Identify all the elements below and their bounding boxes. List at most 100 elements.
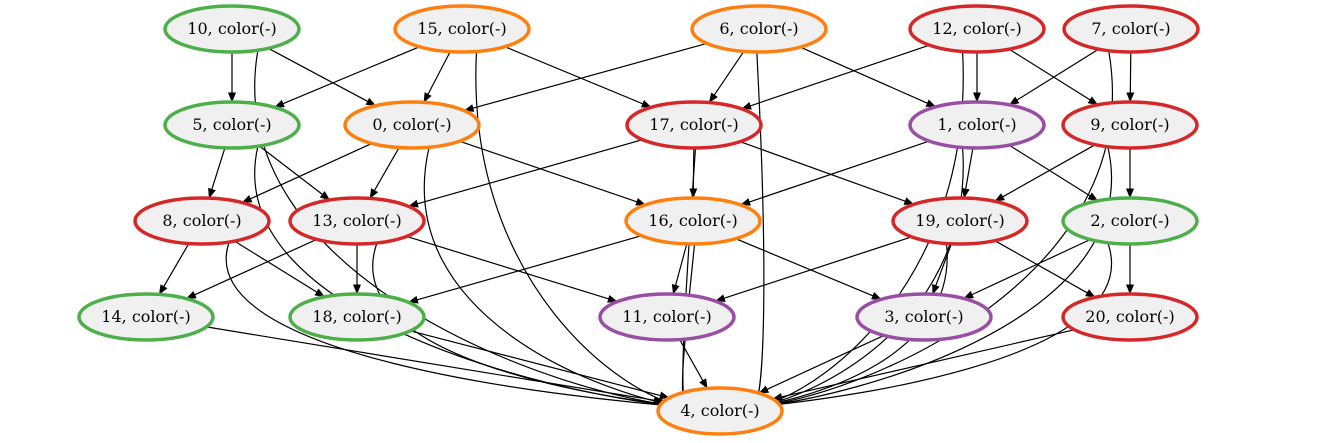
node-17-label: 17, color(-) (649, 115, 738, 134)
edge-16-to-3 (735, 238, 882, 300)
node-16-label: 16, color(-) (648, 211, 737, 230)
edge-10-to-0 (268, 47, 377, 107)
edge-16-to-11 (671, 243, 688, 295)
node-10: 10, color(-) (163, 4, 301, 54)
edge-1-to-2 (1008, 144, 1099, 202)
node-10-ellipse (163, 4, 301, 54)
edge-6-to-0 (463, 42, 707, 112)
edge-0-to-16 (459, 140, 646, 206)
node-20-label: 20, color(-) (1085, 307, 1174, 326)
node-9-label: 9, color(-) (1090, 115, 1169, 134)
node-2: 2, color(-) (1061, 196, 1199, 246)
node-13-ellipse (288, 196, 426, 246)
edge-1-to-16 (740, 140, 930, 206)
node-12: 12, color(-) (908, 4, 1046, 54)
node-11-label: 11, color(-) (622, 307, 711, 326)
edge-17-to-19 (739, 141, 915, 205)
edge-18-to-4 (410, 330, 670, 400)
node-3-label: 3, color(-) (884, 307, 963, 326)
node-0-label: 0, color(-) (372, 115, 451, 134)
node-8: 8, color(-) (133, 196, 271, 246)
node-19-label: 19, color(-) (915, 211, 1004, 230)
edge-15-to-5 (274, 46, 420, 108)
node-20-ellipse (1061, 292, 1199, 342)
node-6: 6, color(-) (690, 4, 828, 54)
edge-2-to-4 (753, 242, 1112, 411)
nodes-layer: 10, color(-) 15, color(-) 6, color(-) 12, c… (77, 4, 1200, 436)
edge-15-to-0 (423, 51, 451, 103)
edge-11-to-4 (679, 339, 708, 389)
edge-13-to-4 (372, 242, 687, 410)
node-4-label: 4, color(-) (680, 401, 759, 420)
node-9: 9, color(-) (1061, 100, 1199, 150)
edge-5-to-8 (208, 147, 226, 199)
edge-7-to-9 (1126, 51, 1135, 103)
edge-6-to-1 (799, 46, 937, 108)
edge-15-to-17 (504, 46, 652, 108)
node-13: 13, color(-) (288, 196, 426, 246)
node-0: 0, color(-) (343, 100, 481, 150)
node-15-ellipse (393, 4, 531, 54)
edge-14-to-4 (206, 326, 664, 405)
node-6-ellipse (690, 4, 828, 54)
node-7-label: 7, color(-) (1091, 19, 1170, 38)
node-5-label: 5, color(-) (192, 115, 271, 134)
node-18: 18, color(-) (288, 292, 426, 342)
edge-6-to-17 (708, 51, 745, 104)
node-17: 17, color(-) (625, 100, 763, 150)
edge-17-to-13 (408, 139, 643, 208)
edge-7-to-1 (1008, 48, 1100, 106)
edge-12-to-17 (741, 44, 930, 110)
node-2-ellipse (1061, 196, 1199, 246)
node-4: 4, color(-) (656, 386, 784, 436)
edge-5-to-13 (258, 145, 331, 201)
node-16: 16, color(-) (624, 196, 762, 246)
edge-13-to-14 (185, 238, 317, 300)
node-12-label: 12, color(-) (932, 19, 1021, 38)
node-15-label: 15, color(-) (417, 19, 506, 38)
edge-19-to-4 (753, 243, 948, 410)
node-19-ellipse (891, 196, 1029, 246)
edge-8-to-14 (158, 243, 190, 295)
edge-0-to-8 (241, 142, 373, 204)
node-18-label: 18, color(-) (312, 307, 401, 326)
node-15: 15, color(-) (393, 4, 531, 54)
node-4-ellipse (656, 386, 784, 436)
node-5-ellipse (163, 100, 301, 150)
node-1-ellipse (908, 100, 1046, 150)
node-0-ellipse (343, 100, 481, 150)
node-13-label: 13, color(-) (312, 211, 401, 230)
node-11: 11, color(-) (598, 292, 736, 342)
node-14: 14, color(-) (77, 292, 215, 342)
edge-3-to-4 (758, 334, 885, 394)
node-19: 19, color(-) (891, 196, 1029, 246)
node-10-label: 10, color(-) (187, 19, 276, 38)
node-16-ellipse (624, 196, 762, 246)
edge-19-to-11 (715, 236, 912, 302)
node-1-label: 1, color(-) (937, 115, 1016, 134)
edge-20-to-4 (772, 329, 1075, 401)
node-18-ellipse (288, 292, 426, 342)
node-11-ellipse (598, 292, 736, 342)
node-14-label: 14, color(-) (101, 307, 190, 326)
edge-8-to-18 (234, 240, 325, 298)
edge-19-to-20 (994, 240, 1096, 298)
edge-8-to-4 (225, 241, 687, 411)
node-3: 3, color(-) (855, 292, 993, 342)
node-1: 1, color(-) (908, 100, 1046, 150)
node-20: 20, color(-) (1061, 292, 1199, 342)
node-12-ellipse (908, 4, 1046, 54)
node-8-ellipse (133, 196, 271, 246)
node-17-ellipse (625, 100, 763, 150)
node-14-ellipse (77, 292, 215, 342)
node-9-ellipse (1061, 100, 1199, 150)
node-2-label: 2, color(-) (1090, 211, 1169, 230)
edge-19-to-3 (932, 243, 952, 295)
node-6-label: 6, color(-) (719, 19, 798, 38)
node-7: 7, color(-) (1062, 4, 1200, 54)
edge-1-to-19 (961, 147, 974, 199)
edge-2-to-3 (963, 238, 1091, 300)
node-5: 5, color(-) (163, 100, 301, 150)
edge-1-to-4 (753, 147, 964, 410)
